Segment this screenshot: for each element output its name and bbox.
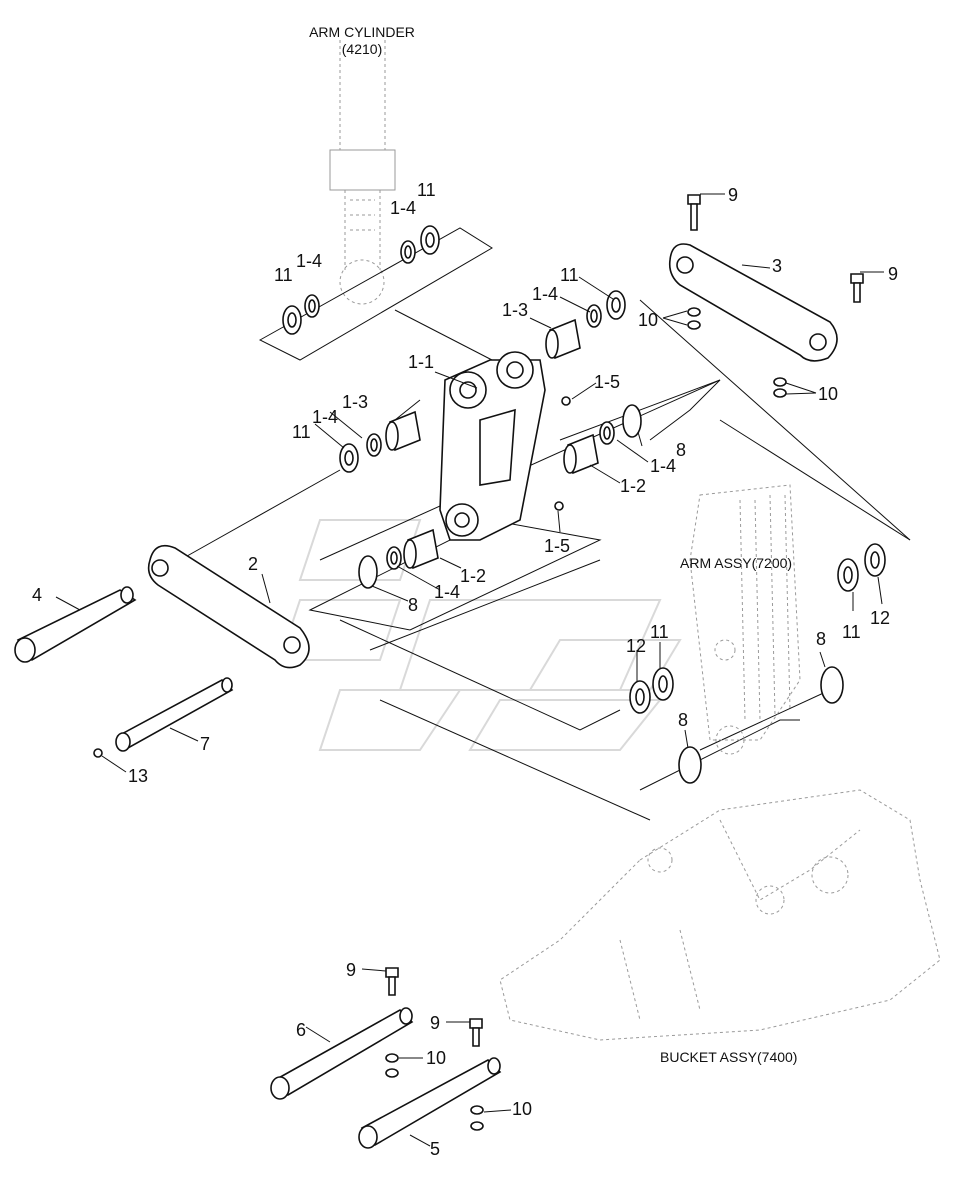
arm-assy-label: ARM ASSY(7200) <box>680 555 792 571</box>
link-3 <box>668 243 838 362</box>
callout-label: 11 <box>842 622 861 642</box>
callout-label: 8 <box>816 629 826 649</box>
callout-label: 10 <box>638 310 658 330</box>
leader-lines <box>55 193 884 1147</box>
callout-label: 1-2 <box>620 476 646 496</box>
callout-label: 8 <box>678 710 688 730</box>
callout-label: 1-3 <box>502 300 528 320</box>
callout-label: 1-4 <box>650 456 676 476</box>
arm-cylinder-outline <box>329 40 396 305</box>
callout-label: 8 <box>676 440 686 460</box>
pin-5 <box>358 1057 502 1149</box>
callout-label: 11 <box>417 180 436 200</box>
callout-label: 12 <box>626 636 646 656</box>
washers <box>282 225 886 714</box>
callout-label: 1-5 <box>544 536 570 556</box>
callout-label: 9 <box>346 960 356 980</box>
callout-label: 11 <box>560 265 579 285</box>
callout-label: 1-1 <box>408 352 434 372</box>
bolts-nuts <box>93 194 864 1131</box>
callouts: 11 1-4 1-4 11 9 3 9 11 1-4 1-3 10 1-1 1-… <box>32 180 898 1159</box>
callout-label: 11 <box>292 422 311 442</box>
callout-label: 1-5 <box>594 372 620 392</box>
o-rings <box>358 404 844 784</box>
callout-label: 4 <box>32 585 42 605</box>
pin-4 <box>14 586 137 663</box>
bushings <box>385 318 599 570</box>
pin-6 <box>270 1007 414 1100</box>
watermark-logo <box>278 519 682 751</box>
callout-label: 5 <box>430 1139 440 1159</box>
bucket-assy-label: BUCKET ASSY(7400) <box>660 1049 797 1065</box>
callout-label: 7 <box>200 734 210 754</box>
callout-label: 9 <box>430 1013 440 1033</box>
callout-label: 13 <box>128 766 148 786</box>
callout-label: 1-4 <box>532 284 558 304</box>
callout-label: 11 <box>650 622 669 642</box>
arm-assy-outline <box>689 484 801 755</box>
callout-label: 11 <box>274 265 293 285</box>
link-1-1 <box>439 351 546 541</box>
callout-label: 12 <box>870 608 890 628</box>
arm-cylinder-label: ARM CYLINDER <box>309 24 415 40</box>
callout-label: 3 <box>772 256 782 276</box>
callout-label: 1-3 <box>342 392 368 412</box>
arm-cylinder-code: (4210) <box>342 41 382 57</box>
callout-label: 1-4 <box>390 198 416 218</box>
link-2 <box>147 544 310 669</box>
callout-label: 10 <box>512 1099 532 1119</box>
callout-label: 8 <box>408 595 418 615</box>
callout-label: 1-2 <box>460 566 486 586</box>
callout-label: 10 <box>426 1048 446 1068</box>
callout-label: 1-4 <box>312 407 338 427</box>
bucket-assy-outline <box>499 789 941 1041</box>
callout-label: 9 <box>728 185 738 205</box>
pin-7 <box>115 677 234 752</box>
callout-label: 1-4 <box>434 582 460 602</box>
callout-label: 6 <box>296 1020 306 1040</box>
callout-label: 1-4 <box>296 251 322 271</box>
callout-label: 10 <box>818 384 838 404</box>
callout-label: 2 <box>248 554 258 574</box>
callout-label: 9 <box>888 264 898 284</box>
